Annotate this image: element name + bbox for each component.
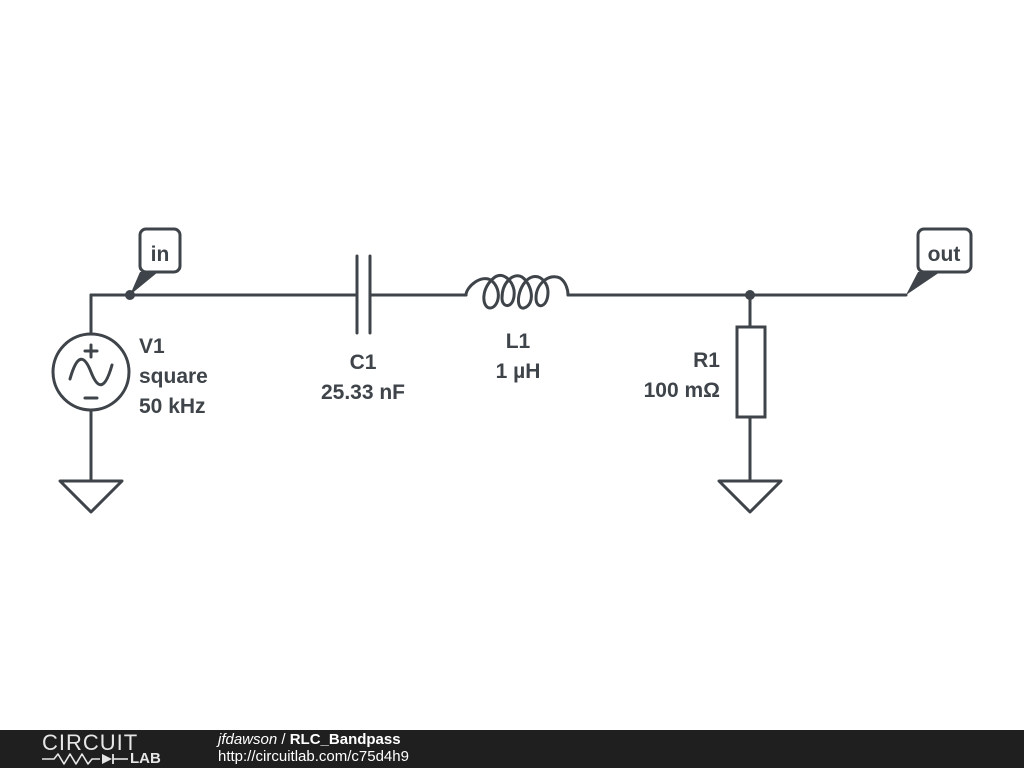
voltage-source-v1[interactable]: [51, 332, 131, 412]
inductor-l1[interactable]: [464, 274, 570, 310]
c1-name-label: C1: [350, 351, 377, 374]
port-out-label: out: [928, 243, 961, 266]
logo-top-text: CIRCUIT: [42, 730, 139, 755]
port-in[interactable]: in: [130, 227, 182, 295]
capacitor-c1[interactable]: [355, 254, 372, 335]
port-out[interactable]: out: [906, 227, 973, 295]
logo-bottom-text: LAB: [130, 750, 161, 767]
circuit-title[interactable]: RLC_Bandpass: [289, 731, 401, 748]
v1-value-label: 50 kHz: [139, 395, 206, 418]
v1-name-label: V1: [139, 335, 165, 358]
l1-value-label: 1 µH: [496, 360, 541, 383]
ground-symbol-left: [58, 479, 124, 514]
author-name[interactable]: jfdawson: [218, 731, 278, 748]
r1-value-label: 100 mΩ: [644, 379, 720, 402]
port-in-label: in: [151, 243, 170, 266]
c1-value-label: 25.33 nF: [321, 381, 405, 404]
circuit-meta: jfdawson / RLC_Bandpass http://circuitla…: [218, 731, 409, 765]
ground-symbol-right: [717, 479, 783, 514]
resistor-r1[interactable]: [735, 293, 767, 483]
r1-name-label: R1: [693, 349, 720, 372]
logo-resistor-diode-icon: [42, 753, 128, 765]
meta-separator: /: [277, 731, 290, 748]
v1-type-label: square: [139, 365, 208, 388]
circuit-url[interactable]: http://circuitlab.com/c75d4h9: [218, 748, 409, 765]
l1-name-label: L1: [506, 330, 531, 353]
footer-bar: CIRCUIT LAB jfdawson / RLC_Bandpass http…: [0, 730, 1024, 768]
circuitlab-logo[interactable]: CIRCUIT LAB: [42, 732, 182, 766]
